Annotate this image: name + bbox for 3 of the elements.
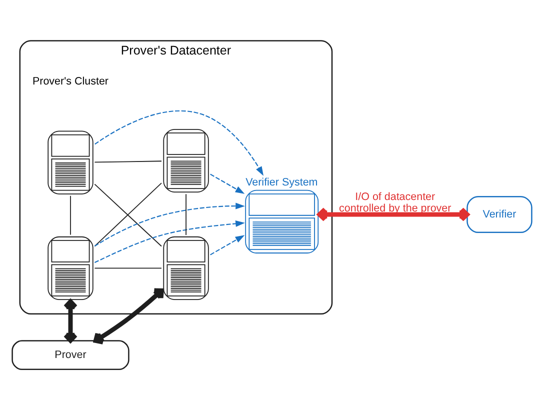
node-label: Verifier System xyxy=(246,176,318,188)
label: Prover's Cluster xyxy=(32,76,109,88)
edge-label: I/O of datacenter controlled by the prover xyxy=(339,190,452,214)
